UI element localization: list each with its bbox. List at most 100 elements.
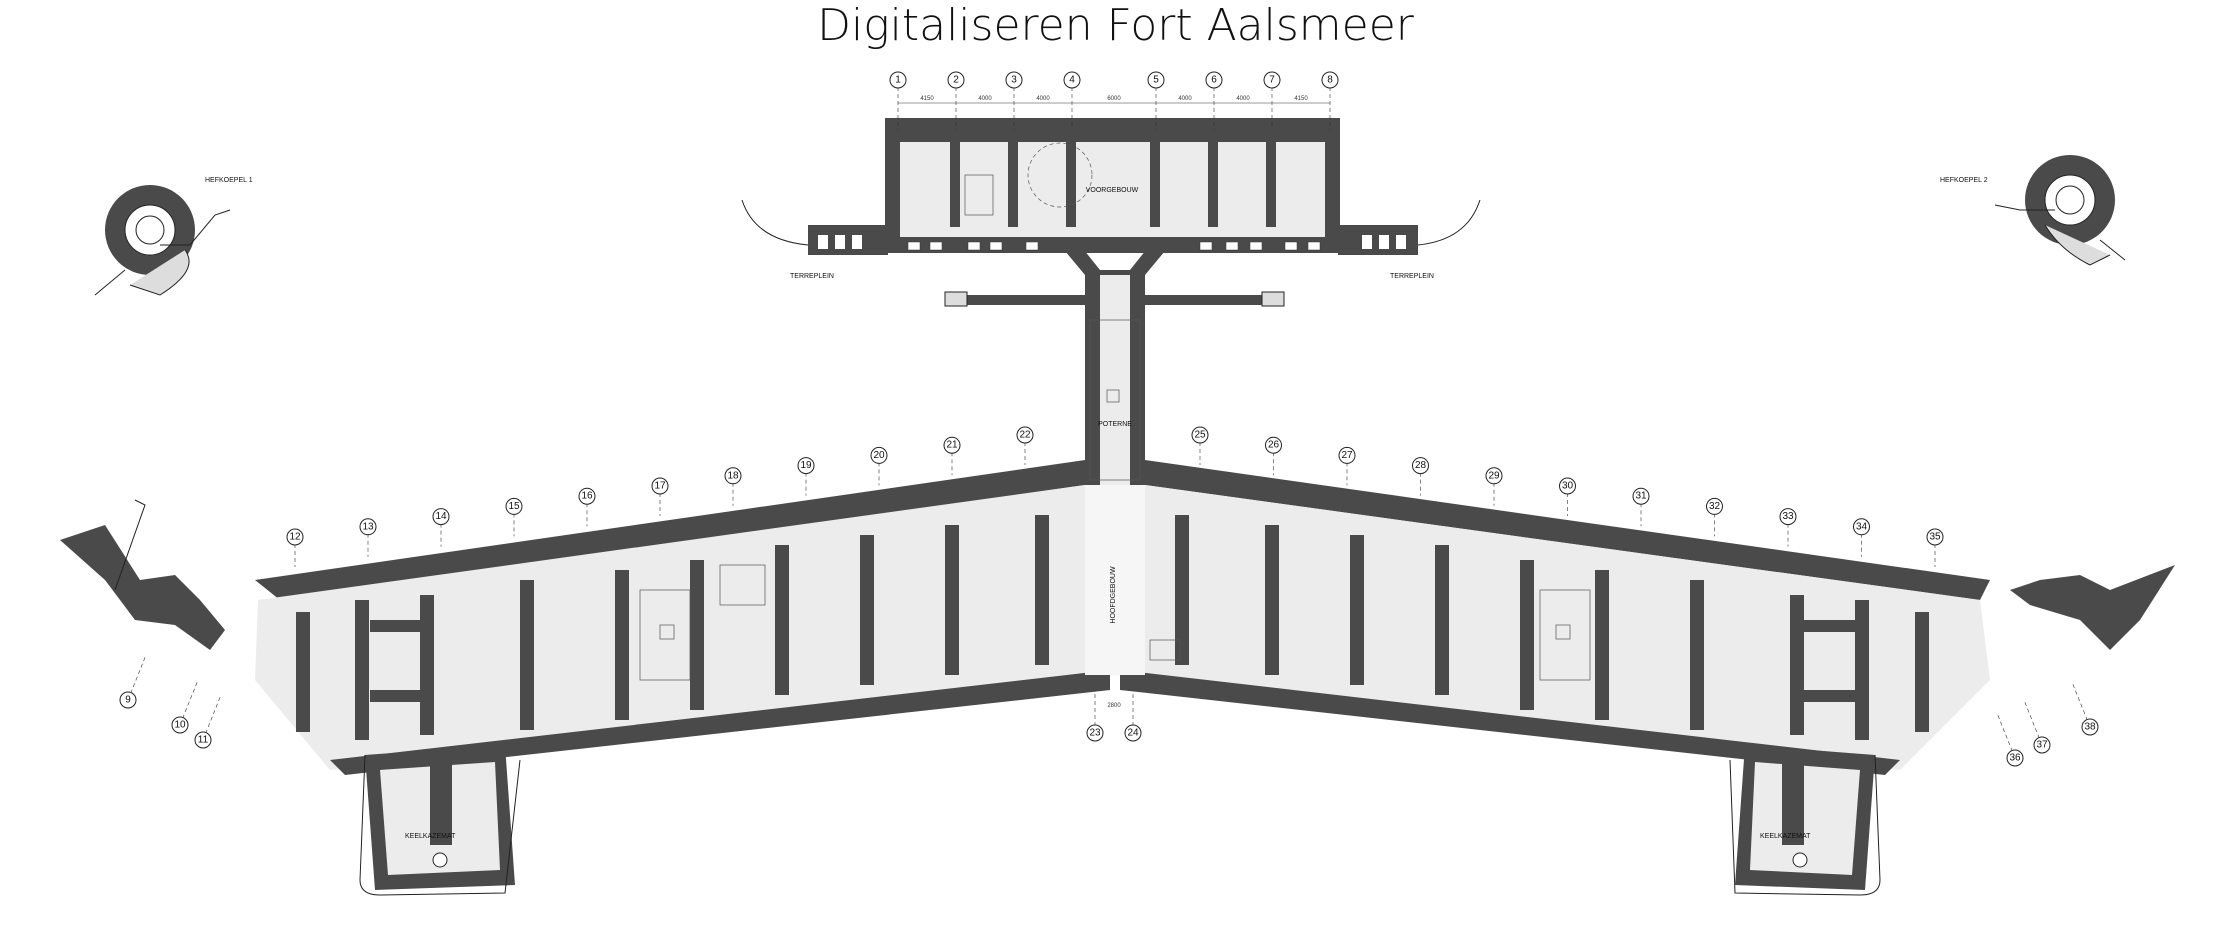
keelkazemat-right-label: KEELKAZEMAT	[1760, 833, 1811, 840]
axis-left-wing-20: 20	[870, 446, 888, 486]
svg-text:33: 33	[1782, 511, 1794, 522]
svg-text:21: 21	[946, 440, 958, 451]
svg-text:13: 13	[362, 521, 374, 532]
svg-text:19: 19	[800, 460, 812, 471]
svg-text:15: 15	[508, 501, 520, 512]
hoofdgebouw: HOOFDGEBOUW	[255, 460, 1990, 775]
axis-left-wing-17: 17	[651, 477, 669, 516]
axis-top-4: 4	[1063, 71, 1081, 130]
keelkazemat-left-label: KEELKAZEMAT	[405, 833, 456, 840]
poterne: POTERNE	[944, 245, 1285, 490]
svg-text:11: 11	[198, 735, 209, 746]
axis-right-wing-29: 29	[1485, 467, 1503, 506]
svg-text:5: 5	[1153, 75, 1159, 86]
svg-text:18: 18	[727, 470, 739, 481]
axis-bottom-24: 24	[1124, 690, 1142, 742]
hoofdgebouw-label: HOOFDGEBOUW	[1110, 566, 1117, 624]
svg-text:4: 4	[1069, 75, 1075, 86]
dim-top-0: 4150	[920, 96, 934, 102]
dim-bottom: 2800	[1107, 703, 1121, 709]
axis-left-wing-15: 15	[505, 497, 523, 537]
axis-right-wing-33: 33	[1779, 508, 1797, 547]
svg-text:9: 9	[125, 695, 131, 706]
axis-left-wing-21: 21	[943, 436, 961, 476]
hefkoepel-1: HEFKOEPEL 1	[94, 177, 253, 296]
hefkoepel-1-label: HEFKOEPEL 1	[205, 177, 253, 184]
svg-text:24: 24	[1127, 728, 1139, 739]
dim-top-3: 6000	[1107, 96, 1121, 102]
svg-text:12: 12	[289, 532, 301, 543]
svg-text:10: 10	[174, 720, 186, 731]
page-title: Digitaliseren Fort Aalsmeer	[817, 0, 1414, 51]
svg-text:36: 36	[2009, 753, 2021, 764]
terreplein-left-label: TERREPLEIN	[790, 273, 834, 280]
axis-left-end-11: 11	[194, 694, 222, 749]
svg-text:27: 27	[1341, 450, 1353, 461]
axis-top-1: 1	[889, 71, 907, 130]
svg-text:14: 14	[435, 511, 447, 522]
svg-text:3: 3	[1011, 75, 1017, 86]
dim-top-1: 4000	[978, 96, 992, 102]
axis-top-5: 5	[1147, 71, 1165, 130]
svg-text:32: 32	[1709, 501, 1721, 512]
svg-text:20: 20	[873, 450, 885, 461]
poterne-label: POTERNE	[1098, 421, 1132, 428]
dim-top-2: 4000	[1036, 96, 1050, 102]
axis-right-wing-30: 30	[1559, 477, 1576, 516]
svg-text:34: 34	[1856, 521, 1868, 532]
svg-text:31: 31	[1635, 491, 1647, 502]
axis-right-wing-25: 25	[1191, 426, 1209, 465]
svg-text:22: 22	[1019, 430, 1031, 441]
svg-text:1: 1	[895, 75, 901, 86]
hefkoepel-2: HEFKOEPEL 2	[1940, 155, 2126, 266]
svg-text:37: 37	[2036, 740, 2048, 751]
svg-text:23: 23	[1089, 728, 1101, 739]
axis-left-end-9: 9	[119, 654, 147, 709]
svg-text:16: 16	[581, 491, 593, 502]
axis-right-wing-35: 35	[1926, 528, 1944, 567]
svg-text:6: 6	[1211, 75, 1217, 86]
keelkazemat-right: KEELKAZEMAT	[1729, 745, 1881, 896]
axis-right-end-38: 38	[2071, 681, 2099, 736]
svg-text:2: 2	[953, 75, 959, 86]
voorgebouw: VOORGEBOUW TERREPLEIN TERREPLEIN	[741, 118, 1481, 280]
voorgebouw-label: VOORGEBOUW	[1086, 187, 1139, 194]
dim-top-4: 4000	[1178, 96, 1192, 102]
axis-right-wing-26: 26	[1265, 436, 1282, 476]
axis-left-wing-22: 22	[1016, 426, 1034, 465]
axis-top-3: 3	[1005, 71, 1023, 130]
svg-text:29: 29	[1488, 470, 1500, 481]
axis-right-wing-31: 31	[1632, 487, 1650, 527]
axis-left-wing-16: 16	[578, 487, 596, 527]
svg-text:35: 35	[1929, 532, 1941, 543]
axis-left-wing-19: 19	[797, 457, 815, 496]
axis-top-7: 7	[1263, 71, 1281, 130]
left-end-bastion	[60, 499, 225, 650]
dim-top-6: 4150	[1294, 96, 1308, 102]
axis-left-end-10: 10	[171, 679, 199, 734]
hefkoepel-2-label: HEFKOEPEL 2	[1940, 177, 1988, 184]
svg-text:25: 25	[1194, 430, 1206, 441]
svg-text:38: 38	[2084, 722, 2096, 733]
terreplein-right-label: TERREPLEIN	[1390, 273, 1434, 280]
svg-text:8: 8	[1327, 75, 1333, 86]
axis-bottom-23: 23	[1086, 690, 1104, 742]
axis-left-wing-14: 14	[432, 508, 450, 547]
axis-left-wing-18: 18	[724, 467, 742, 506]
svg-text:7: 7	[1269, 75, 1275, 86]
svg-text:28: 28	[1415, 460, 1427, 471]
svg-text:26: 26	[1268, 440, 1280, 451]
svg-text:17: 17	[654, 481, 666, 492]
axis-right-end-37: 37	[2023, 699, 2051, 754]
axis-left-wing-13: 13	[359, 518, 377, 557]
right-end-bastion	[2010, 565, 2175, 650]
axis-right-wing-28: 28	[1412, 457, 1429, 496]
svg-text:30: 30	[1562, 481, 1574, 492]
axis-top-6: 6	[1205, 71, 1223, 130]
axis-left-wing-12: 12	[286, 528, 304, 567]
axis-right-wing-27: 27	[1338, 446, 1356, 486]
axis-right-end-36: 36	[1996, 712, 2024, 767]
axis-right-wing-34: 34	[1853, 518, 1870, 557]
